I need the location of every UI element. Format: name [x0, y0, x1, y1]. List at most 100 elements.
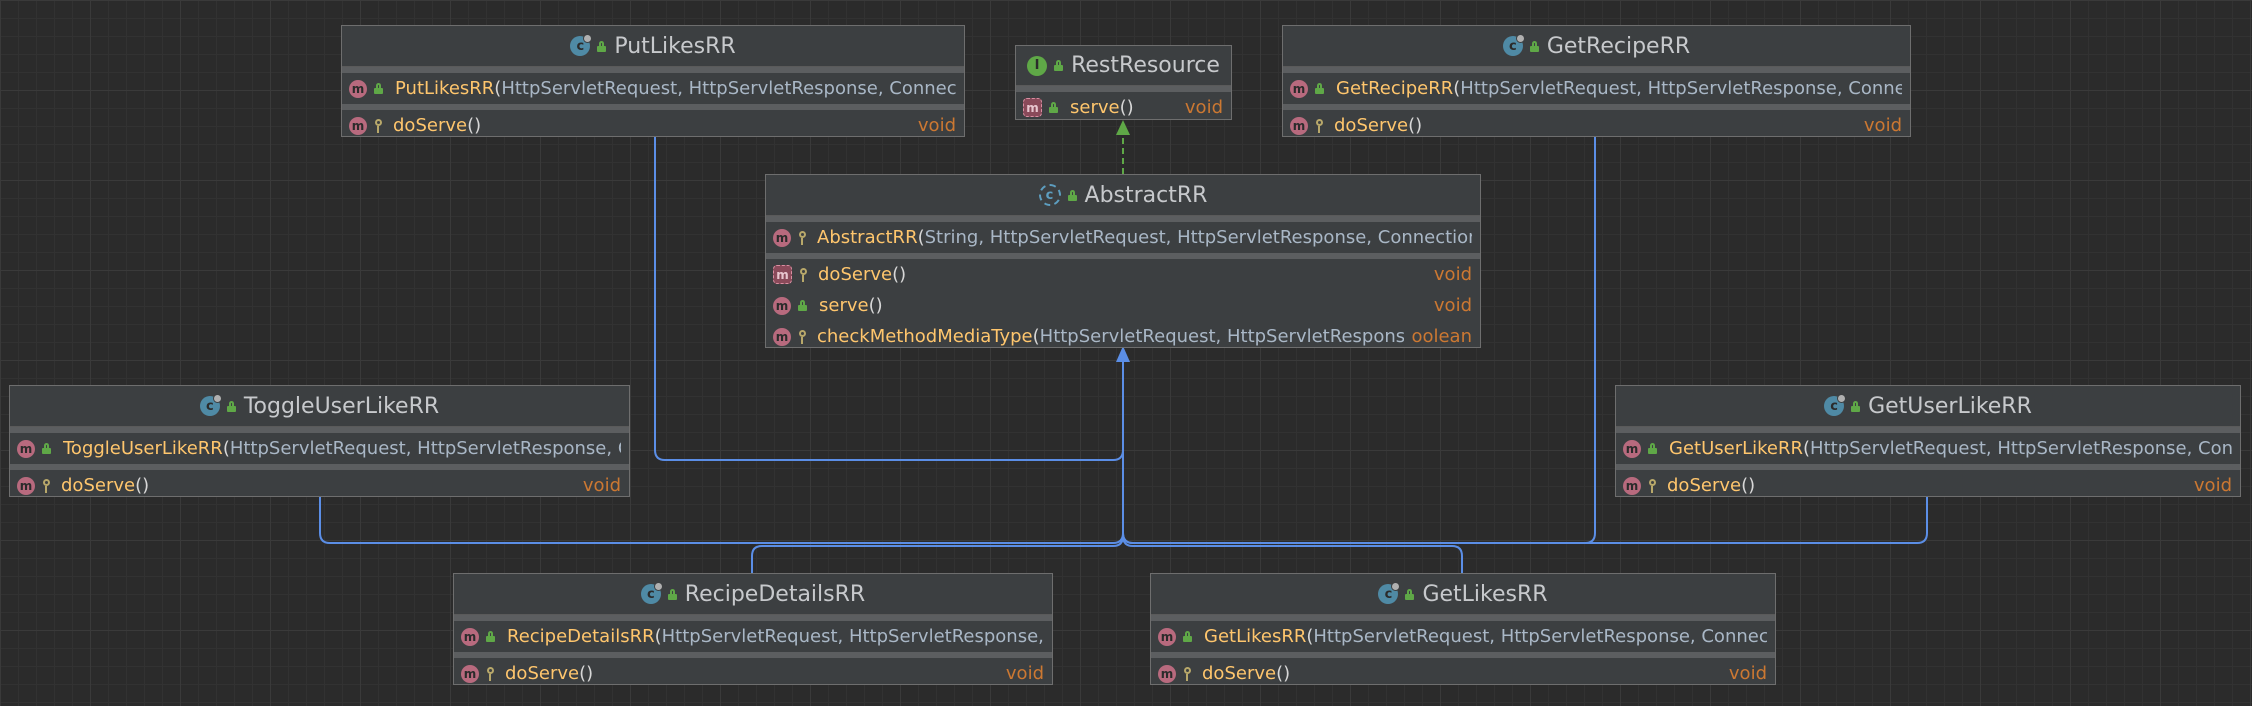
node-header: c GetUserLikeRR	[1616, 386, 2240, 427]
class-node-putlikesrr[interactable]: c PutLikesRR m PutLikesRR(HttpServletReq…	[341, 25, 965, 137]
method-icon: m	[1290, 79, 1308, 98]
implements-arrowhead	[1116, 120, 1130, 135]
interface-icon: I	[1027, 55, 1048, 76]
constructor-params: HttpServletRequest, HttpServletResponse,…	[661, 626, 1044, 647]
class-icon: c	[199, 394, 222, 416]
abstract-method-icon: m	[1023, 98, 1042, 117]
constructor-params: HttpServletRequest, HttpServletResponse,…	[229, 438, 621, 459]
method-name: serve	[819, 295, 869, 316]
constructor-row[interactable]: m GetLikesRR(HttpServletRequest, HttpSer…	[1151, 621, 1775, 652]
methods-section: m doServe() void	[342, 104, 964, 136]
interface-name: RestResource	[1071, 53, 1220, 78]
constructors-section: m GetLikesRR(HttpServletRequest, HttpSer…	[1151, 615, 1775, 652]
constructor-params: String, HttpServletRequest, HttpServletR…	[924, 227, 1472, 248]
constructors-section: m ToggleUserLikeRR(HttpServletRequest, H…	[10, 427, 629, 464]
constructor-row[interactable]: m GetRecipeRR(HttpServletRequest, HttpSe…	[1283, 73, 1910, 104]
constructor-row[interactable]: m ToggleUserLikeRR(HttpServletRequest, H…	[10, 433, 629, 464]
return-type: boolean	[1412, 326, 1472, 347]
class-node-abstractrr[interactable]: c AbstractRR m AbstractRR(String, HttpSe…	[765, 174, 1481, 348]
method-icon: m	[773, 327, 791, 346]
method-row[interactable]: m doServe() void	[10, 470, 629, 496]
constructor-row[interactable]: m PutLikesRR(HttpServletRequest, HttpSer…	[342, 73, 964, 104]
methods-section: m doServe() void	[10, 464, 629, 496]
methods-section: m doServe() void	[454, 652, 1052, 684]
constructors-section: m PutLikesRR(HttpServletRequest, HttpSer…	[342, 67, 964, 104]
public-lock-icon	[596, 40, 608, 52]
method-icon: m	[1158, 627, 1176, 646]
constructor-params: HttpServletRequest, HttpServletResponse,…	[1810, 438, 2232, 459]
node-header: c GetLikesRR	[1151, 574, 1775, 615]
class-icon: c	[1378, 582, 1401, 604]
method-name: checkMethodMediaType	[817, 326, 1033, 347]
method-name: serve	[1070, 97, 1120, 118]
methods-section: m doServe() void	[1283, 104, 1910, 136]
return-type: void	[917, 115, 956, 136]
constructor-row[interactable]: m AbstractRR(String, HttpServletRequest,…	[766, 222, 1480, 253]
node-header: I RestResource	[1016, 46, 1231, 86]
constructor-name: GetRecipeRR	[1336, 78, 1454, 99]
public-lock-icon	[1404, 588, 1416, 600]
protected-key-icon	[1182, 666, 1192, 681]
methods-section: m doServe() void	[1616, 464, 2240, 496]
public-lock-icon	[41, 443, 53, 454]
constructor-name: GetUserLikeRR	[1669, 438, 1804, 459]
method-row[interactable]: m checkMethodMediaType(HttpServletReques…	[766, 321, 1480, 347]
method-row[interactable]: m serve() void	[766, 290, 1480, 321]
method-row[interactable]: m serve() void	[1016, 92, 1231, 119]
class-node-toggleuserlikerr[interactable]: c ToggleUserLikeRR m ToggleUserLikeRR(Ht…	[9, 385, 630, 497]
public-lock-icon	[1067, 189, 1079, 201]
return-type: void	[1433, 264, 1472, 285]
protected-key-icon	[485, 666, 495, 681]
node-header: c ToggleUserLikeRR	[10, 386, 629, 427]
method-name: doServe	[393, 115, 468, 136]
constructor-name: AbstractRR	[817, 227, 918, 248]
constructor-params: HttpServletRequest, HttpServletResponse,…	[1460, 78, 1902, 99]
class-icon: c	[570, 34, 593, 56]
protected-key-icon	[1647, 478, 1657, 493]
method-row[interactable]: m doServe() void	[454, 658, 1052, 684]
abstract-method-icon: m	[773, 265, 792, 284]
class-node-recipedetailsrr[interactable]: c RecipeDetailsRR m RecipeDetailsRR(Http…	[453, 573, 1053, 685]
method-row[interactable]: m doServe() void	[1151, 658, 1775, 684]
method-row[interactable]: m doServe() void	[1283, 110, 1910, 136]
return-type: void	[1005, 663, 1044, 684]
constructors-section: m GetRecipeRR(HttpServletRequest, HttpSe…	[1283, 67, 1910, 104]
class-node-getuserlikerr[interactable]: c GetUserLikeRR m GetUserLikeRR(HttpServ…	[1615, 385, 2241, 497]
public-lock-icon	[485, 631, 497, 642]
constructor-row[interactable]: m GetUserLikeRR(HttpServletRequest, Http…	[1616, 433, 2240, 464]
method-icon: m	[461, 627, 479, 646]
method-icon: m	[1158, 664, 1176, 683]
method-row[interactable]: m doServe() void	[1616, 470, 2240, 496]
methods-section: m doServe() void	[1151, 652, 1775, 684]
return-type: void	[1184, 97, 1223, 118]
method-name: doServe	[1667, 475, 1742, 496]
method-icon: m	[17, 439, 35, 458]
protected-key-icon	[41, 478, 51, 493]
extends-arrowhead	[1116, 346, 1130, 362]
node-header: c PutLikesRR	[342, 26, 964, 67]
return-type: void	[582, 475, 621, 496]
class-name: PutLikesRR	[614, 33, 736, 59]
class-name: AbstractRR	[1084, 182, 1208, 208]
protected-key-icon	[797, 329, 807, 344]
constructor-row[interactable]: m RecipeDetailsRR(HttpServletRequest, Ht…	[454, 621, 1052, 652]
constructor-name: RecipeDetailsRR	[507, 626, 655, 647]
class-name: GetLikesRR	[1422, 581, 1548, 607]
method-row[interactable]: m doServe() void	[766, 259, 1480, 290]
return-type: void	[1728, 663, 1767, 684]
class-node-getlikesrr[interactable]: c GetLikesRR m GetLikesRR(HttpServletReq…	[1150, 573, 1776, 685]
protected-key-icon	[797, 230, 807, 245]
public-lock-icon	[1647, 443, 1659, 454]
constructor-params: HttpServletRequest, HttpServletResponse,…	[1313, 626, 1767, 647]
interface-node-restresource[interactable]: I RestResource m serve() void	[1015, 45, 1232, 120]
method-name: doServe	[1202, 663, 1277, 684]
methods-section: m doServe() void m serve() void m checkM…	[766, 253, 1480, 347]
class-name: GetRecipeRR	[1546, 33, 1691, 59]
constructor-name: ToggleUserLikeRR	[63, 438, 223, 459]
method-icon: m	[1623, 476, 1641, 495]
method-row[interactable]: m doServe() void	[342, 110, 964, 136]
return-type: void	[1863, 115, 1902, 136]
method-icon: m	[773, 228, 791, 247]
return-type: void	[2193, 475, 2232, 496]
class-node-getreciperr[interactable]: c GetRecipeRR m GetRecipeRR(HttpServletR…	[1282, 25, 1911, 137]
